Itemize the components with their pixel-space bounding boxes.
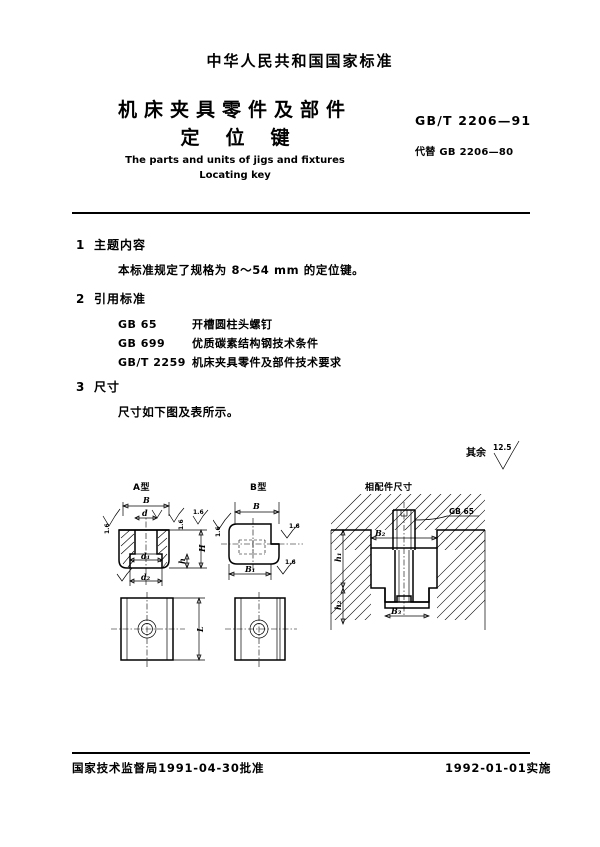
hatching-left-body [331, 530, 371, 620]
drawing-type-b-plan [225, 592, 297, 668]
drawing-type-b-section: B 1.6 1.6 1.6 [213, 501, 303, 580]
dimension-label-d: d [142, 508, 148, 518]
dimension-label-L: L [195, 626, 205, 633]
drawing-type-a-plan: L [111, 592, 205, 668]
drawing-title-type-b: B型 [250, 483, 267, 493]
roughness-triangle [493, 452, 513, 470]
roughness-value-bottom: 1.6 [285, 559, 296, 566]
reference-name: 优质碳素结构钢技术条件 [192, 337, 319, 350]
english-title-line-2: Locating key [199, 170, 271, 181]
drawing-title-mating-part: 相配件尺寸 [365, 483, 413, 493]
dimension-h2: h₂ [333, 587, 346, 625]
screw-threaded-shank [394, 550, 414, 602]
roughness-note-label: 其余 [466, 448, 486, 459]
roughness-tick [511, 440, 520, 454]
locating-key-body [384, 588, 430, 603]
section-3-title: 尺寸 [94, 380, 121, 394]
dimension-B: B [122, 495, 170, 516]
dimension-d2: d₂ [116, 567, 163, 586]
reference-code: GB 65 [118, 318, 158, 331]
footer-divider-rule [72, 752, 530, 754]
surface-roughness-symbol: 12.5 [493, 440, 520, 470]
replaces-note: 代替 GB 2206—80 [415, 147, 514, 158]
section-3-body: 尺寸如下图及表所示。 [118, 405, 239, 419]
screw-reference-callout: GB 65 [414, 507, 479, 521]
dimension-L: L [173, 597, 205, 661]
dimension-label-B3: B₃ [390, 606, 402, 616]
section-1-title: 主题内容 [94, 238, 147, 252]
drawing-title-type-a: A型 [133, 483, 150, 493]
english-title-line-1: The parts and units of jigs and fixtures [125, 155, 345, 166]
section-1-number: 1 [76, 238, 86, 252]
section-1-body: 本标准规定了规格为 8～54 mm 的定位键。 [118, 263, 365, 277]
section-hatching-left [120, 529, 135, 568]
dimension-B1-type-b: B₁ [228, 564, 272, 580]
title-line-1: 机床夹具零件及部件 [117, 99, 352, 121]
dimension-h1: h₁ [333, 529, 346, 589]
roughness-marks-type-b: 1.6 1.6 1.6 [213, 512, 300, 575]
dimension-label-H: H [197, 544, 207, 553]
roughness-value-right: 1.6 [178, 519, 185, 530]
fixture-body-outline [330, 529, 486, 630]
standard-number: GB/T 2206—91 [415, 113, 532, 128]
dimension-label-d2: d₂ [141, 572, 151, 582]
footer-approval: 国家技术监督局1991-04-30批准 [72, 761, 265, 775]
english-title: The parts and units of jigs and fixtures… [70, 153, 400, 183]
section-1-heading: 1 主题内容 [76, 236, 146, 253]
roughness-marks-type-a: 1.6 1.6 1.6 [102, 507, 209, 534]
dimension-h: h [177, 553, 190, 569]
reference-name: 开槽圆柱头螺钉 [192, 318, 273, 331]
reference-code: GB/T 2259 [118, 356, 186, 369]
section-3-heading: 3 尺寸 [76, 378, 120, 395]
internal-slot-type-b [238, 539, 266, 555]
roughness-value-left: 1.6 [104, 523, 111, 534]
section-2-number: 2 [76, 292, 86, 306]
reference-name: 机床夹具零件及部件技术要求 [192, 356, 342, 369]
dimension-B-type-b: B [234, 501, 280, 524]
header-divider-rule [72, 212, 530, 214]
dimension-label-B1: B₁ [244, 564, 255, 574]
page-title: 机床夹具零件及部件 定位键 [70, 96, 400, 152]
dimension-label-B2: B₂ [374, 528, 386, 538]
section-2-title: 引用标准 [94, 292, 147, 306]
dimension-d1: d₁ [129, 551, 163, 563]
title-line-2: 定位键 [180, 127, 316, 149]
dimension-B3: B₃ [384, 606, 430, 619]
reference-item: GB 699 优质碳素结构钢技术条件 [118, 335, 319, 351]
roughness-value-left: 1.6 [215, 526, 222, 537]
section-hatching-right [157, 529, 168, 568]
hatching-upper-region [331, 494, 485, 550]
drawing-mating-part-assembly: GB 65 B₂ B₃ h₁ [330, 494, 486, 630]
roughness-value-top: 1.6 [193, 509, 204, 516]
screw-reference-label: GB 65 [449, 507, 474, 516]
reference-item: GB 65 开槽圆柱头螺钉 [118, 316, 273, 332]
section-2-heading: 2 引用标准 [76, 290, 146, 307]
dimension-B2: B₂ [370, 528, 438, 541]
dimension-label-h1: h₁ [333, 553, 343, 562]
reference-code: GB 699 [118, 337, 166, 350]
section-3-number: 3 [76, 380, 86, 394]
roughness-value: 12.5 [493, 443, 512, 452]
footer-effective-date: 1992-01-01实施 [445, 761, 552, 775]
dimension-label-d1: d₁ [141, 551, 150, 561]
roughness-value-right: 1.6 [289, 523, 300, 530]
national-standard-heading: 中华人民共和国国家标准 [206, 52, 394, 70]
dimension-label-B: B [142, 495, 150, 505]
hatching-right-body [437, 530, 485, 620]
dimension-H: H [169, 529, 207, 569]
dimension-label-B: B [252, 501, 260, 511]
dimension-label-h: h [177, 558, 187, 564]
technical-drawing-group: A型 B型 相配件尺寸 B d 1.6 [95, 480, 515, 690]
dimension-label-h2: h₂ [333, 600, 343, 610]
reference-item: GB/T 2259 机床夹具零件及部件技术要求 [118, 354, 342, 370]
drawing-type-a-section: B d 1.6 1.6 1.6 [102, 495, 209, 586]
